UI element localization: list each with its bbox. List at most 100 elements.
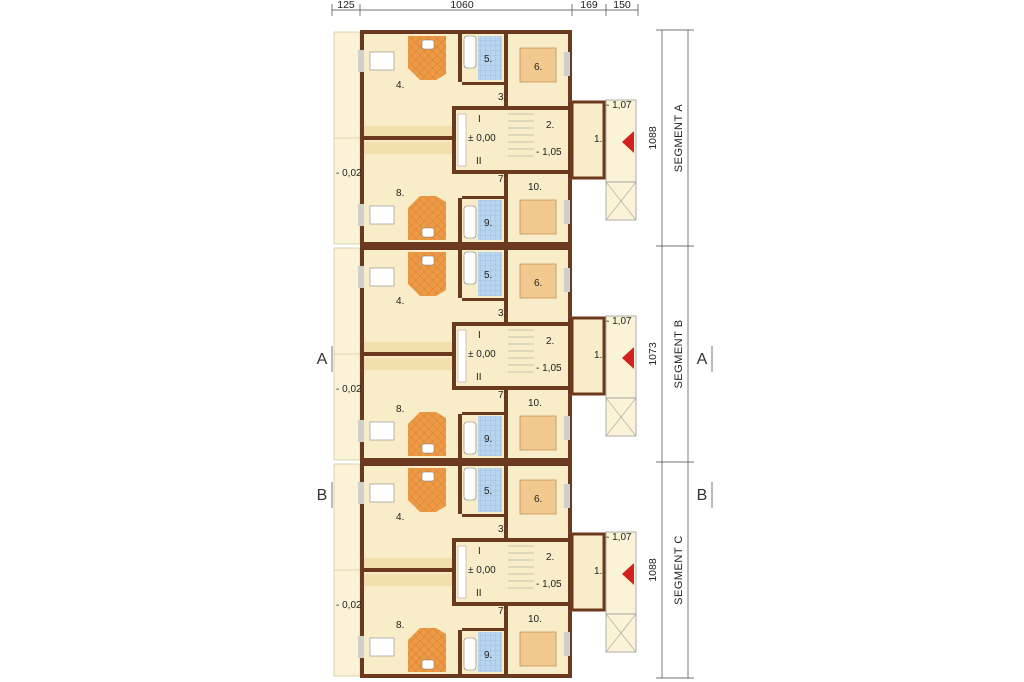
level-landing: - 1,05 (536, 579, 562, 590)
segment-length: 1088 (647, 558, 659, 582)
wall (504, 250, 508, 326)
wall (360, 30, 572, 34)
room-number: 5. (484, 270, 492, 281)
bed (519, 263, 557, 299)
party-wall (362, 136, 452, 140)
segment-length: 1073 (647, 342, 659, 366)
wall (458, 630, 462, 674)
wall (452, 538, 570, 542)
wall (360, 242, 572, 246)
wall (452, 106, 456, 170)
section-marker-b-right: B (697, 482, 713, 508)
window (564, 200, 570, 224)
window (358, 266, 364, 288)
room-number: 10. (528, 398, 542, 409)
room-number: 2. (546, 552, 554, 563)
room-number: 3. (498, 524, 506, 535)
bed (519, 479, 557, 515)
bathroom-floor (478, 252, 502, 296)
sofa-zone (362, 142, 452, 154)
wall (568, 246, 572, 462)
window (564, 632, 570, 656)
room-number: 3. (498, 92, 506, 103)
room-number: 7. (498, 606, 506, 617)
wall (452, 106, 570, 110)
level-terrace: - 0,02 (336, 600, 362, 611)
wall (458, 250, 462, 298)
sofa-zone (362, 358, 452, 370)
segment-b: 1.2.3.4.5.6.7.8.9.10.III± 0,00- 1,05- 1,… (333, 246, 685, 462)
wall (458, 34, 462, 82)
kitchen-floor (408, 412, 446, 456)
room-number: 9. (484, 650, 492, 661)
entrance-arrow-icon (622, 131, 634, 153)
wall (452, 322, 456, 386)
room-number: 10. (528, 614, 542, 625)
room-number: 1. (594, 566, 602, 577)
room-number: 5. (484, 486, 492, 497)
entrance-arrow-icon (622, 563, 634, 585)
wall (462, 412, 504, 415)
window (358, 204, 364, 226)
room-number: 2. (546, 120, 554, 131)
level-floor: ± 0,00 (468, 349, 496, 360)
bathroom-floor (478, 632, 502, 672)
level-floor: ± 0,00 (468, 133, 496, 144)
stair-landing (457, 545, 467, 599)
wall (504, 170, 508, 242)
level-terrace: - 0,02 (336, 168, 362, 179)
room-number: 2. (546, 336, 554, 347)
level-entry: - 1,07 (606, 316, 632, 327)
kitchen-floor (408, 628, 446, 672)
bathroom-floor (478, 200, 502, 240)
segment-name: SEGMENT B (673, 319, 685, 388)
kitchen-floor (408, 196, 446, 240)
stair-label: II (476, 588, 482, 599)
kitchen-floor (408, 252, 446, 296)
room-number: 4. (396, 512, 404, 523)
section-letter: B (317, 487, 328, 504)
entrance-arrow-icon (622, 347, 634, 369)
bathtub (463, 421, 477, 455)
room-number: 5. (484, 54, 492, 65)
steps-diagonal (605, 397, 637, 437)
level-terrace: - 0,02 (336, 384, 362, 395)
steps-diagonal (605, 613, 637, 653)
window (564, 416, 570, 440)
segment-name: SEGMENT A (673, 104, 685, 173)
sofa-zone (362, 574, 452, 586)
wall (452, 322, 570, 326)
wall (360, 674, 572, 678)
window (564, 52, 570, 76)
room-number: 4. (396, 80, 404, 91)
room-number: 8. (396, 620, 404, 631)
dining-table (369, 51, 395, 71)
segment-name: SEGMENT C (673, 535, 685, 605)
stair-label: II (476, 372, 482, 383)
room-number: 7. (498, 174, 506, 185)
room-number: 8. (396, 404, 404, 415)
wall (452, 170, 570, 174)
bathroom-floor (478, 36, 502, 80)
bathtub (463, 205, 477, 239)
room-number: 1. (594, 350, 602, 361)
bathroom-floor (478, 416, 502, 456)
wall (452, 602, 570, 606)
stair-label: I (478, 330, 481, 341)
wall (462, 514, 504, 517)
sink (421, 227, 435, 238)
bed (519, 199, 557, 235)
sink (421, 471, 435, 482)
bed (519, 415, 557, 451)
dining-table (369, 267, 395, 287)
sink (421, 39, 435, 50)
section-marker-a-left: A (317, 346, 333, 372)
dimension-label: 1060 (450, 0, 474, 11)
sink (421, 659, 435, 670)
party-wall (362, 352, 452, 356)
segment-length: 1088 (647, 126, 659, 150)
room-number: 4. (396, 296, 404, 307)
entrance-hall (570, 316, 606, 396)
wall (458, 414, 462, 458)
